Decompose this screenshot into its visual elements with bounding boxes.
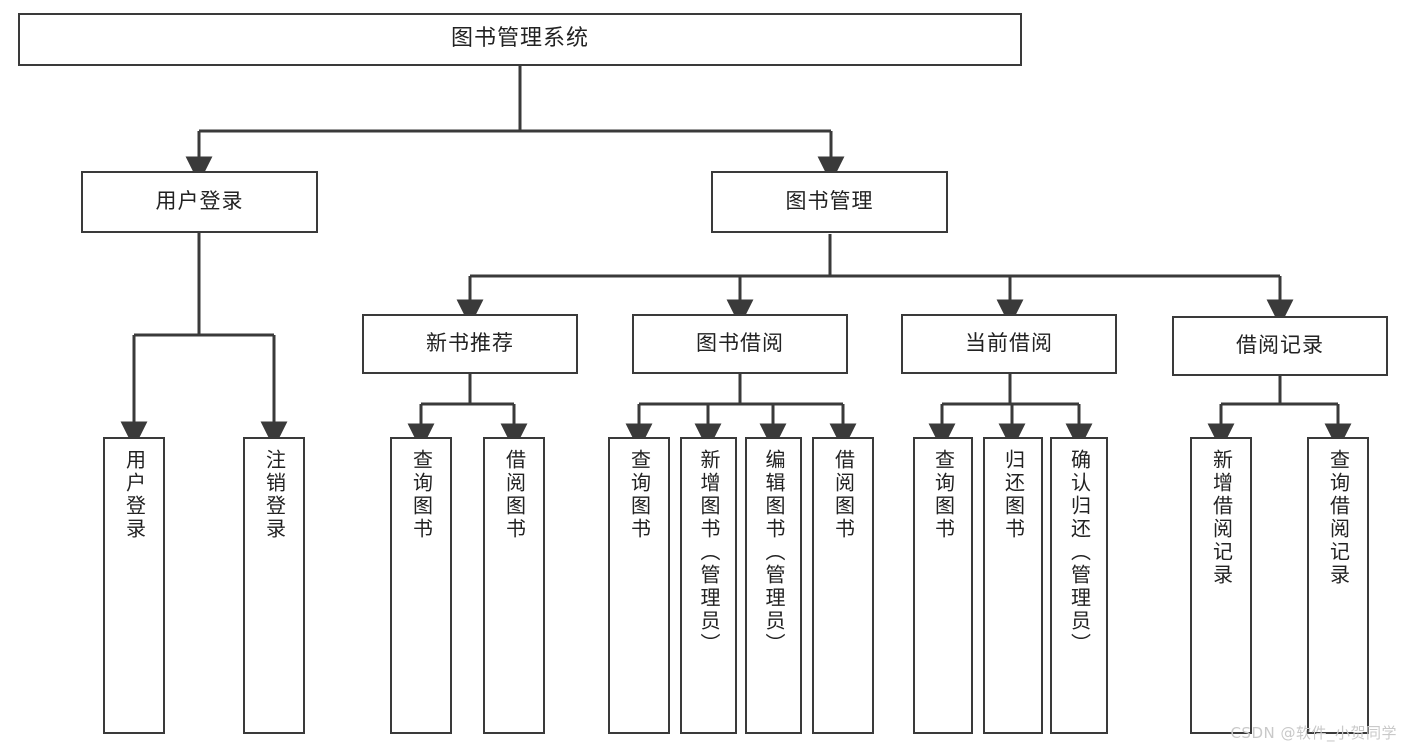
leaf-return-book[interactable]: 归还图书 xyxy=(983,437,1043,734)
leaf-user-logout[interactable]: 注销登录 xyxy=(243,437,305,734)
node-new-book-recommend[interactable]: 新书推荐 xyxy=(362,314,578,374)
node-book-borrow-label: 图书借阅 xyxy=(696,331,784,356)
leaf-query-book-3[interactable]: 查询图书 xyxy=(913,437,973,734)
node-book-borrow[interactable]: 图书借阅 xyxy=(632,314,848,374)
node-borrow-record[interactable]: 借阅记录 xyxy=(1172,316,1388,376)
node-user-login-label: 用户登录 xyxy=(155,189,244,214)
watermark: CSDN @软件_小贺同学 xyxy=(1230,724,1397,742)
leaf-borrow-book-2-label: 借阅图书 xyxy=(831,449,856,541)
leaf-borrow-book-1[interactable]: 借阅图书 xyxy=(483,437,545,734)
leaf-user-login-label: 用户登录 xyxy=(122,449,147,541)
leaf-add-book-label: 新增图书（管理员） xyxy=(697,449,721,656)
leaf-query-book-2[interactable]: 查询图书 xyxy=(608,437,670,734)
node-current-borrow-label: 当前借阅 xyxy=(965,331,1053,356)
leaf-return-book-label: 归还图书 xyxy=(1001,449,1026,541)
node-book-manage[interactable]: 图书管理 xyxy=(711,171,948,233)
leaf-user-login[interactable]: 用户登录 xyxy=(103,437,165,734)
leaf-borrow-book-1-label: 借阅图书 xyxy=(502,449,527,541)
leaf-query-record-label: 查询借阅记录 xyxy=(1326,449,1351,587)
leaf-edit-book[interactable]: 编辑图书（管理员） xyxy=(745,437,802,734)
node-new-book-recommend-label: 新书推荐 xyxy=(426,331,514,356)
leaf-query-record[interactable]: 查询借阅记录 xyxy=(1307,437,1369,734)
node-user-login[interactable]: 用户登录 xyxy=(81,171,318,233)
leaf-confirm-return[interactable]: 确认归还（管理员） xyxy=(1050,437,1108,734)
leaf-query-book-1-label: 查询图书 xyxy=(409,449,434,541)
leaf-query-book-1[interactable]: 查询图书 xyxy=(390,437,452,734)
leaf-edit-book-label: 编辑图书（管理员） xyxy=(762,449,786,656)
node-root[interactable]: 图书管理系统 xyxy=(18,13,1022,66)
node-current-borrow[interactable]: 当前借阅 xyxy=(901,314,1117,374)
leaf-add-book[interactable]: 新增图书（管理员） xyxy=(680,437,737,734)
leaf-query-book-3-label: 查询图书 xyxy=(931,449,956,541)
node-root-label: 图书管理系统 xyxy=(450,26,589,52)
leaf-add-record[interactable]: 新增借阅记录 xyxy=(1190,437,1252,734)
leaf-add-record-label: 新增借阅记录 xyxy=(1209,449,1234,587)
leaf-confirm-return-label: 确认归还（管理员） xyxy=(1067,449,1092,656)
node-borrow-record-label: 借阅记录 xyxy=(1236,333,1324,358)
node-book-manage-label: 图书管理 xyxy=(785,189,874,214)
leaf-query-book-2-label: 查询图书 xyxy=(627,449,652,541)
leaf-borrow-book-2[interactable]: 借阅图书 xyxy=(812,437,874,734)
leaf-user-logout-label: 注销登录 xyxy=(262,449,287,541)
